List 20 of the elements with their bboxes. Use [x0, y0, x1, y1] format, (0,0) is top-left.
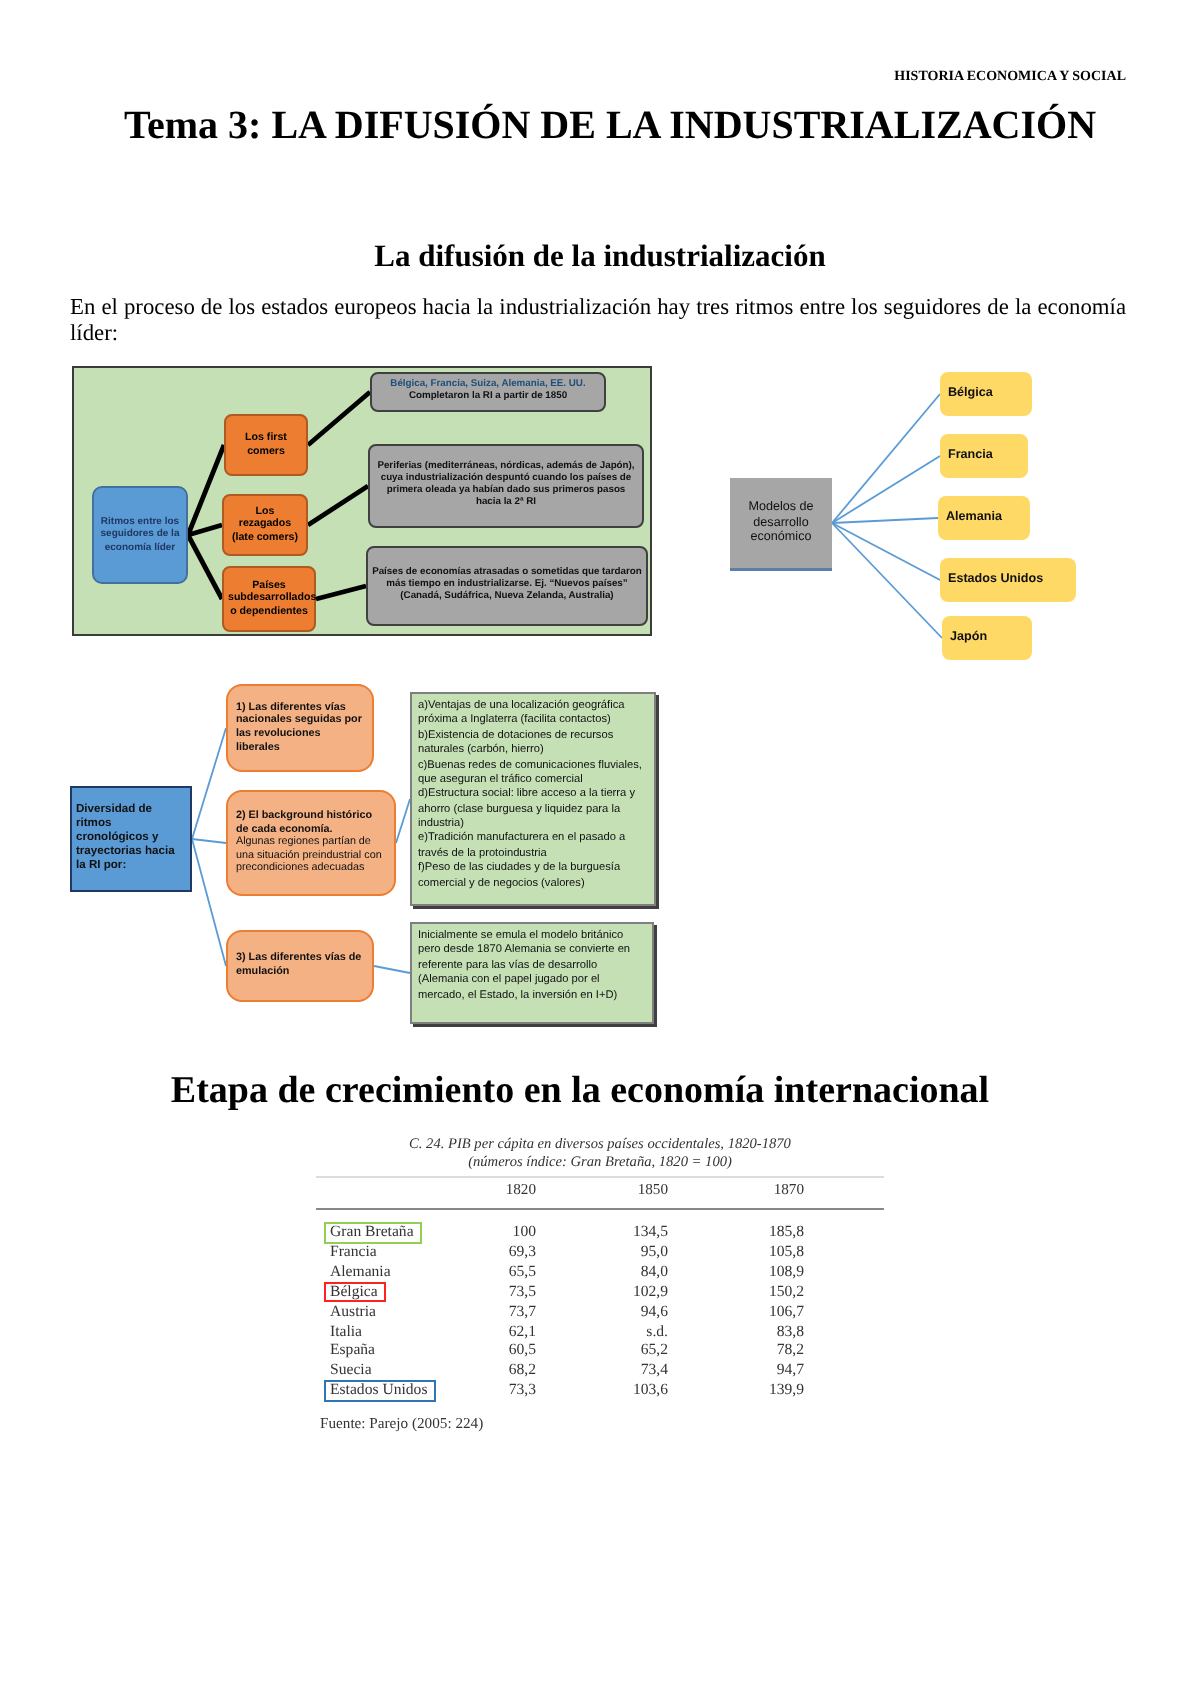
connector-line: [831, 522, 941, 581]
connector-line: [185, 533, 225, 601]
connector-line: [187, 522, 223, 538]
page-title: Tema 3: LA DIFUSIÓN DE LA INDUSTRIALIZACIÓN: [124, 104, 1096, 148]
connector-line: [831, 522, 943, 639]
connector-line: [191, 838, 227, 967]
connector-line: [315, 583, 367, 602]
section-heading: La difusión de la industrialización: [374, 240, 826, 275]
body-paragraph: En el proceso de los estados europeos hacia la industrialización hay tres ritmos entre los seguidores de la economía líder:: [70, 296, 1126, 348]
connector-line: [373, 965, 411, 974]
connector-line: [306, 484, 370, 527]
connector-line: [831, 393, 941, 524]
connector-line: [831, 455, 941, 524]
connector-line: [191, 838, 227, 844]
section-heading: Etapa de crecimiento en la economía internacional: [170, 1072, 990, 1114]
connector-line: [306, 390, 372, 447]
connector-line: [185, 444, 227, 536]
connector-line: [831, 517, 939, 524]
connector-line: [395, 798, 411, 844]
connector-line: [191, 727, 227, 840]
